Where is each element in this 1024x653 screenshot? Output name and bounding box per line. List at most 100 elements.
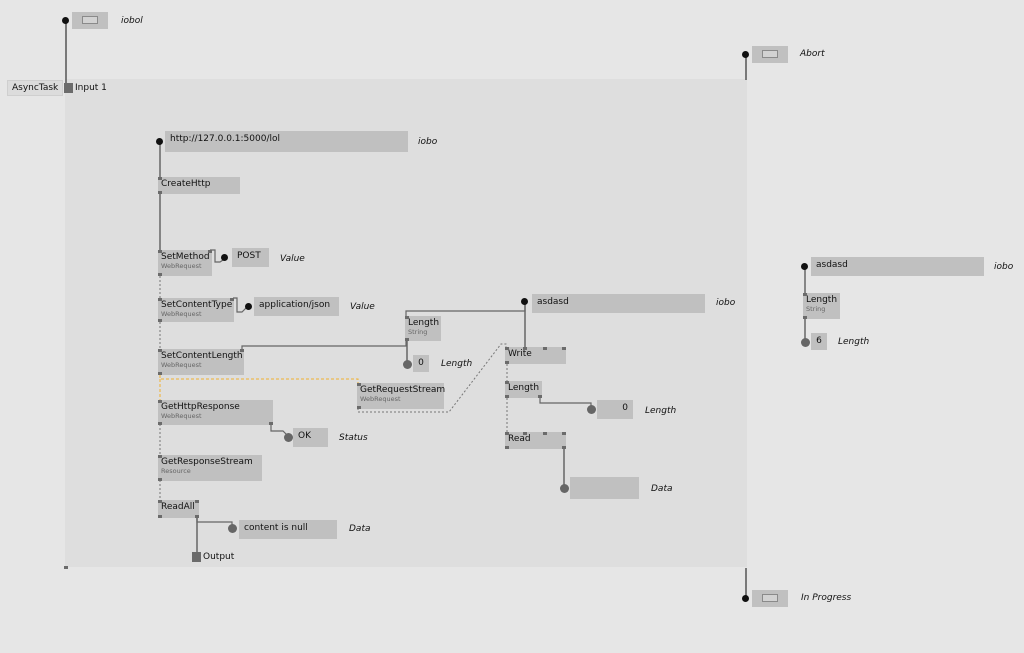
node-title: GetResponseStream <box>161 457 253 467</box>
pin[interactable] <box>195 500 199 503</box>
stream-length-value-label: Length <box>645 406 677 416</box>
set-content-length-node[interactable]: SetContentLength WebRequest <box>158 349 244 375</box>
pin[interactable] <box>158 177 162 180</box>
read-node[interactable]: Read <box>505 432 566 449</box>
pin[interactable] <box>505 361 509 364</box>
get-http-response-node[interactable]: GetHttpResponse WebRequest <box>158 400 273 425</box>
set-method-node[interactable]: SetMethod WebRequest <box>158 250 212 276</box>
pin[interactable] <box>158 250 162 253</box>
iobol-output-pin[interactable] <box>62 17 69 24</box>
pin[interactable] <box>505 381 509 384</box>
length-value-pin[interactable] <box>403 360 412 369</box>
pin[interactable] <box>803 293 807 296</box>
pin[interactable] <box>803 316 807 319</box>
pin[interactable] <box>158 319 162 322</box>
status-output[interactable]: OK <box>293 428 328 447</box>
body-output-pin[interactable] <box>521 298 528 305</box>
pin[interactable] <box>230 298 234 301</box>
node-title: Length <box>806 295 838 305</box>
side-length-node[interactable]: Length String <box>803 293 840 319</box>
subpatch-corner-handle[interactable] <box>64 566 68 569</box>
pin[interactable] <box>543 347 547 350</box>
pin[interactable] <box>269 422 273 425</box>
body-value-input[interactable]: asdasd <box>532 294 705 313</box>
pin[interactable] <box>240 349 244 352</box>
iobol-label: iobol <box>121 16 143 26</box>
read-all-node[interactable]: ReadAll <box>158 500 199 518</box>
abort-toggle[interactable] <box>752 46 788 63</box>
pin[interactable] <box>505 432 509 435</box>
data-output[interactable]: content is null <box>239 520 337 539</box>
pin[interactable] <box>505 446 509 449</box>
data-pin[interactable] <box>228 524 237 533</box>
pin[interactable] <box>158 400 162 403</box>
pin[interactable] <box>158 455 162 458</box>
output-port-square[interactable] <box>192 552 201 562</box>
pin[interactable] <box>158 191 162 194</box>
output-port-label: Output <box>203 552 235 562</box>
pin[interactable] <box>405 316 409 319</box>
content-type-input-pin[interactable] <box>245 303 252 310</box>
pin[interactable] <box>505 395 509 398</box>
node-title: ReadAll <box>161 502 195 512</box>
pin[interactable] <box>208 250 212 253</box>
stream-length-value-pin[interactable] <box>587 405 596 414</box>
pin[interactable] <box>523 432 527 435</box>
write-node[interactable]: Write <box>505 347 566 364</box>
length-string-node[interactable]: Length String <box>405 316 441 341</box>
pin[interactable] <box>158 500 162 503</box>
input-port-square[interactable] <box>64 83 73 93</box>
status-label: Status <box>339 433 368 443</box>
pin[interactable] <box>543 432 547 435</box>
pin[interactable] <box>562 432 566 435</box>
pin[interactable] <box>158 515 162 518</box>
url-output-pin[interactable] <box>156 138 163 145</box>
pin[interactable] <box>158 349 162 352</box>
side-text-input[interactable]: asdasd <box>811 257 984 276</box>
pin[interactable] <box>505 347 509 350</box>
create-http-node[interactable]: CreateHttp <box>158 177 240 194</box>
stream-length-node[interactable]: Length <box>505 381 542 398</box>
read-data-output[interactable] <box>570 477 639 499</box>
pin[interactable] <box>538 395 542 398</box>
pin[interactable] <box>158 372 162 375</box>
status-pin[interactable] <box>284 433 293 442</box>
abort-output-pin[interactable] <box>742 51 749 58</box>
pin[interactable] <box>158 422 162 425</box>
pin[interactable] <box>562 446 566 449</box>
pin[interactable] <box>562 347 566 350</box>
node-category: WebRequest <box>161 310 202 318</box>
pin[interactable] <box>195 515 199 518</box>
pin[interactable] <box>523 347 527 350</box>
pin[interactable] <box>357 406 361 409</box>
node-title: Read <box>508 434 531 444</box>
side-length-value-pin[interactable] <box>801 338 810 347</box>
input-port-label: Input 1 <box>75 83 107 93</box>
get-response-stream-node[interactable]: GetResponseStream Resource <box>158 455 262 481</box>
in-progress-toggle[interactable] <box>752 590 788 607</box>
side-text-output-pin[interactable] <box>801 263 808 270</box>
length-value-output[interactable]: 0 <box>413 355 429 372</box>
set-content-type-node[interactable]: SetContentType WebRequest <box>158 298 234 322</box>
post-input-pin[interactable] <box>221 254 228 261</box>
node-category: Resource <box>161 467 191 475</box>
read-data-pin[interactable] <box>560 484 569 493</box>
async-task-node[interactable]: AsyncTask <box>7 80 63 96</box>
pin[interactable] <box>158 273 162 276</box>
node-title: SetMethod <box>161 252 210 262</box>
pin[interactable] <box>357 383 361 386</box>
url-input[interactable]: http://127.0.0.1:5000/lol <box>165 131 408 152</box>
iobol-toggle[interactable] <box>72 12 108 29</box>
pin[interactable] <box>405 338 409 341</box>
stream-length-value-output[interactable]: 0 <box>597 400 633 419</box>
get-request-stream-node[interactable]: GetRequestStream WebRequest <box>357 383 445 409</box>
in-progress-input-pin[interactable] <box>742 595 749 602</box>
pin[interactable] <box>158 298 162 301</box>
length-value-label: Length <box>441 359 473 369</box>
pin[interactable] <box>158 478 162 481</box>
side-length-value-output[interactable]: 6 <box>811 333 827 350</box>
content-type-value-input[interactable]: application/json <box>254 297 339 316</box>
method-value-input[interactable]: POST <box>232 248 269 267</box>
wire-readall-data <box>196 517 233 527</box>
